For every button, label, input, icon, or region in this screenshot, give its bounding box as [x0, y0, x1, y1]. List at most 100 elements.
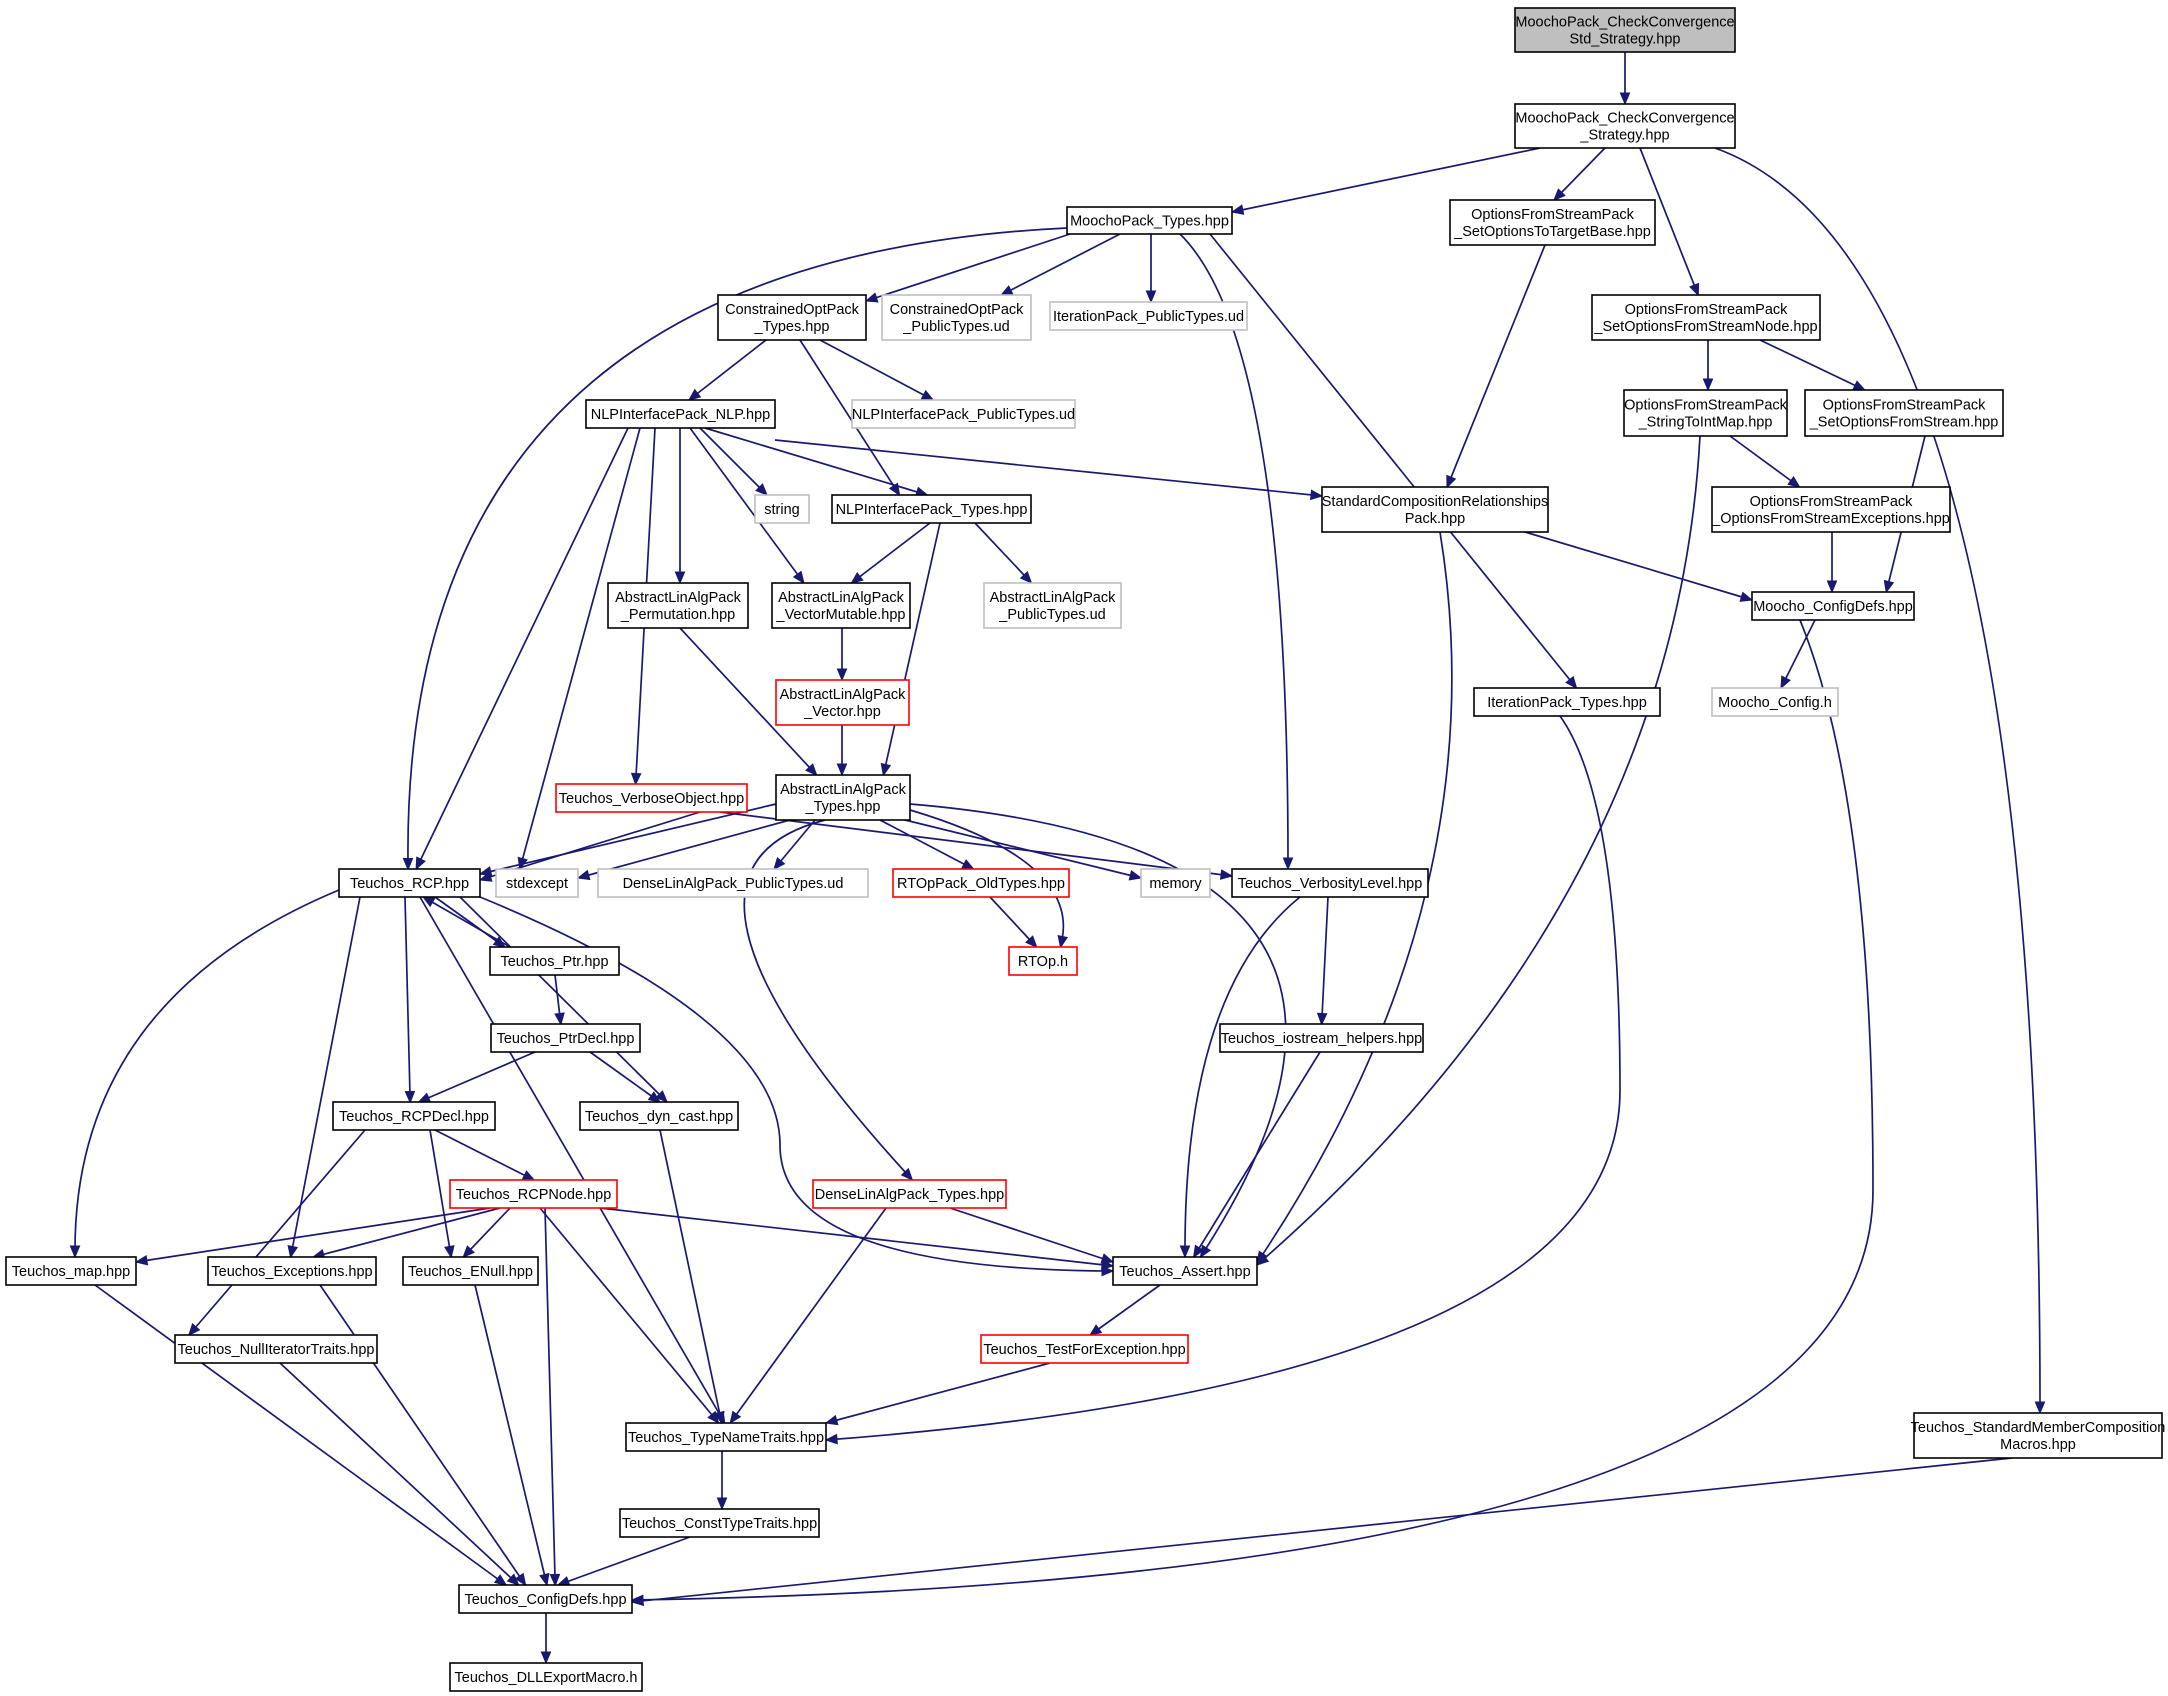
- edge-n10-to-n15: [1729, 435, 1801, 488]
- arrowhead: [824, 1433, 838, 1445]
- edge-n25-to-n39: [69, 889, 340, 1259]
- node-label-line: Teuchos_StandardMemberComposition: [1911, 1420, 2166, 1436]
- node-box: [174, 1334, 378, 1364]
- edge-n13-to-n17: [850, 522, 931, 584]
- arrowhead: [1883, 579, 1895, 594]
- arrowhead: [655, 1090, 669, 1103]
- arrowhead: [714, 1410, 725, 1425]
- node-teuchos-consttypetraits-hpp[interactable]: Teuchos_ConstTypeTraits.hpp: [619, 1508, 820, 1538]
- edge-n33-to-n35: [417, 1051, 536, 1103]
- node-teuchos-configdefs-hpp[interactable]: Teuchos_ConfigDefs.hpp: [458, 1584, 633, 1614]
- node-abstractlinalgpack-permutation-hpp[interactable]: AbstractLinAlgPack_Permutation.hpp: [607, 582, 749, 629]
- node-box: [449, 1179, 618, 1209]
- node-iterationpack-publictypes-ud: IterationPack_PublicTypes.ud: [1049, 301, 1248, 331]
- node-teuchos-typenametraits-hpp[interactable]: Teuchos_TypeNameTraits.hpp: [625, 1422, 827, 1452]
- node-teuchos-assert-hpp[interactable]: Teuchos_Assert.hpp: [1112, 1256, 1258, 1286]
- edge-line: [459, 896, 661, 1096]
- node-teuchos-testforexception-hpp[interactable]: Teuchos_TestForException.hpp: [980, 1334, 1189, 1364]
- node-box: [402, 1256, 539, 1286]
- arrowhead: [521, 1170, 536, 1181]
- node-moochopack-checkconvergence-strategy-hpp[interactable]: MoochoPack_CheckConvergence_Strategy.hpp: [1514, 103, 1736, 149]
- node-label-line: _VectorMutable.hpp: [776, 607, 906, 623]
- node-box: [207, 1256, 377, 1286]
- node-abstractlinalgpack-types-hpp[interactable]: AbstractLinAlgPack_Types.hpp: [775, 774, 911, 821]
- node-box: [1066, 206, 1233, 235]
- node-label-line: AbstractLinAlgPack: [990, 590, 1116, 606]
- node-box: [5, 1256, 137, 1286]
- edge-n39-to-n48: [94, 1284, 508, 1587]
- node-optionsfromstreampack-setoptionsfromstreamnode-hpp[interactable]: OptionsFromStreamPack_SetOptionsFromStre…: [1591, 294, 1821, 341]
- node-nlpinterfacepack-types-hpp[interactable]: NLPInterfacePack_Types.hpp: [831, 494, 1032, 524]
- node-box: [495, 868, 579, 898]
- edge-n0-to-n1: [1619, 52, 1631, 106]
- node-optionsfromstreampack-setoptionsfromstream-hpp[interactable]: OptionsFromStreamPack_SetOptionsFromStre…: [1804, 389, 2004, 437]
- node-box: [983, 582, 1122, 629]
- arrowhead: [647, 1091, 662, 1104]
- edge-n28-to-n32: [989, 896, 1038, 949]
- node-abstractlinalgpack-vector-hpp[interactable]: AbstractLinAlgPack_Vector.hpp: [775, 679, 910, 726]
- node-box: [625, 1422, 827, 1452]
- arrowhead: [729, 1410, 742, 1425]
- edge-line: [539, 1207, 713, 1416]
- node-teuchos-verboseobject-hpp[interactable]: Teuchos_VerboseObject.hpp: [555, 783, 748, 813]
- arrowhead: [773, 857, 786, 871]
- node-teuchos-dyn-cast-hpp[interactable]: Teuchos_dyn_cast.hpp: [579, 1101, 739, 1131]
- edge-n25-to-n35: [404, 896, 416, 1104]
- node-teuchos-map-hpp[interactable]: Teuchos_map.hpp: [5, 1256, 137, 1286]
- node-optionsfromstreampack-optionsfromstreamexceptions-hpp[interactable]: OptionsFromStreamPack_OptionsFromStreamE…: [1711, 486, 1951, 533]
- node-box: [1219, 1023, 1424, 1053]
- node-label-line: _SetOptionsFromStreamNode.hpp: [1593, 319, 1817, 335]
- edge-line: [429, 1129, 451, 1251]
- node-label-line: _Types.hpp: [754, 319, 830, 335]
- edge-line: [1197, 1051, 1321, 1251]
- node-teuchos-nulliteratortraits-hpp[interactable]: Teuchos_NullIteratorTraits.hpp: [174, 1334, 378, 1364]
- node-box: [1049, 301, 1248, 331]
- node-teuchos-exceptions-hpp[interactable]: Teuchos_Exceptions.hpp: [207, 1256, 377, 1286]
- node-label-line: Teuchos_RCPNode.hpp: [456, 1187, 612, 1203]
- edge-line: [699, 427, 761, 489]
- arrowhead: [836, 763, 848, 777]
- node-label-line: OptionsFromStreamPack: [1624, 398, 1788, 414]
- node-teuchos-rcp-hpp[interactable]: Teuchos_RCP.hpp: [338, 868, 481, 898]
- node-teuchos-dllexportmacro-h[interactable]: Teuchos_DLLExportMacro.h: [449, 1662, 643, 1692]
- node-optionsfromstreampack-setoptionstotargetbase-hpp[interactable]: OptionsFromStreamPack_SetOptionsToTarget…: [1449, 199, 1656, 246]
- node-label-line: Macros.hpp: [2000, 1437, 2076, 1453]
- node-label-line: OptionsFromStreamPack: [1823, 398, 1987, 414]
- arrowhead: [554, 1012, 565, 1026]
- node-rtoppack-oldtypes-hpp[interactable]: RTOpPack_OldTypes.hpp: [892, 868, 1070, 898]
- node-moochopack-checkconvergencestd-strategy-hpp[interactable]: MoochoPack_CheckConvergenceStd_Strategy.…: [1514, 7, 1736, 53]
- node-moocho-configdefs-hpp[interactable]: Moocho_ConfigDefs.hpp: [1751, 591, 1915, 621]
- node-teuchos-iostream-helpers-hpp[interactable]: Teuchos_iostream_helpers.hpp: [1219, 1023, 1424, 1053]
- edge-n8-to-n17: [689, 427, 805, 585]
- node-moochopack-types-hpp[interactable]: MoochoPack_Types.hpp: [1066, 206, 1233, 235]
- node-label-line: NLPInterfacePack_NLP.hpp: [591, 407, 771, 423]
- edge-n10-to-n42: [1256, 435, 1701, 1266]
- edge-line: [1524, 531, 1753, 601]
- node-denselinalgpack-publictypes-ud: DenseLinAlgPack_PublicTypes.ud: [597, 868, 869, 898]
- node-denselinalgpack-types-hpp[interactable]: DenseLinAlgPack_Types.hpp: [812, 1179, 1007, 1209]
- node-box: [1623, 389, 1788, 437]
- node-box: [1321, 486, 1549, 533]
- node-teuchos-enull-hpp[interactable]: Teuchos_ENull.hpp: [402, 1256, 539, 1286]
- edge-n35-to-n37: [434, 1129, 536, 1181]
- node-teuchos-rcpdecl-hpp[interactable]: Teuchos_RCPDecl.hpp: [332, 1101, 496, 1131]
- node-teuchos-ptr-hpp[interactable]: Teuchos_Ptr.hpp: [489, 946, 620, 976]
- node-constrainedoptpack-types-hpp[interactable]: ConstrainedOptPack_Types.hpp: [717, 294, 867, 341]
- node-label-line: Teuchos_iostream_helpers.hpp: [1221, 1031, 1423, 1047]
- arrowhead: [69, 1245, 81, 1259]
- node-teuchos-verbositylevel-hpp[interactable]: Teuchos_VerbosityLevel.hpp: [1231, 868, 1429, 898]
- node-label-line: MoochoPack_Types.hpp: [1070, 214, 1229, 230]
- node-box: [851, 399, 1076, 429]
- node-optionsfromstreampack-stringtointmap-hpp[interactable]: OptionsFromStreamPack_StringToIntMap.hpp: [1623, 389, 1788, 437]
- edge-line: [589, 1051, 652, 1097]
- node-nlpinterfacepack-nlp-hpp[interactable]: NLPInterfacePack_NLP.hpp: [585, 399, 776, 429]
- node-teuchos-rcpnode-hpp[interactable]: Teuchos_RCPNode.hpp: [449, 1179, 618, 1209]
- edge-n34-to-n42: [1192, 1051, 1321, 1259]
- edge-line: [779, 819, 816, 863]
- node-rtop-h[interactable]: RTOp.h: [1008, 946, 1078, 976]
- node-iterationpack-types-hpp[interactable]: IterationPack_Types.hpp: [1473, 687, 1661, 717]
- node-teuchos-ptrdecl-hpp[interactable]: Teuchos_PtrDecl.hpp: [490, 1023, 641, 1053]
- node-teuchos-standardmembercompositionmacros-hpp[interactable]: Teuchos_StandardMemberCompositionMacros.…: [1911, 1412, 2166, 1459]
- node-abstractlinalgpack-vectormutable-hpp[interactable]: AbstractLinAlgPack_VectorMutable.hpp: [771, 582, 911, 629]
